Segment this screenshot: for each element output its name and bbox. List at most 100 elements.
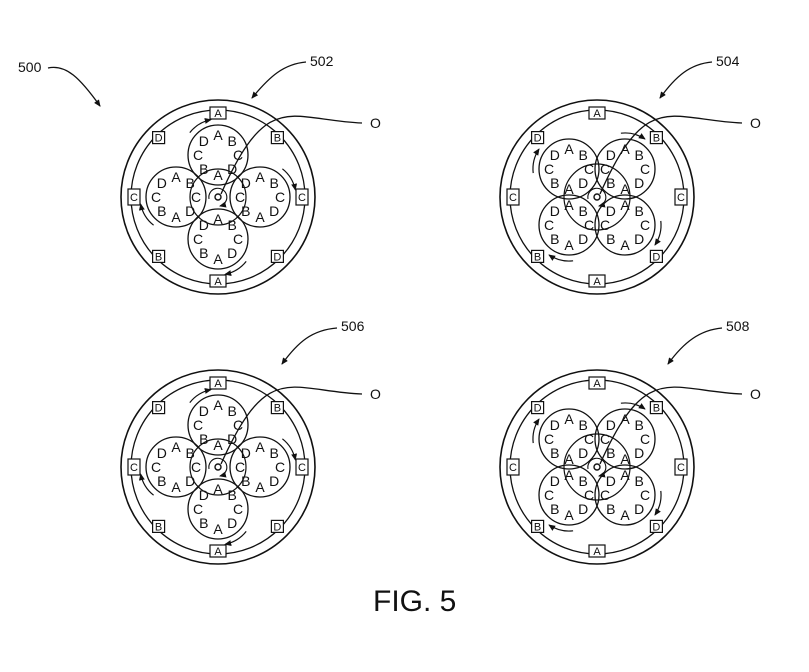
winding-label: B xyxy=(634,203,643,219)
winding-label: D xyxy=(157,445,167,461)
pole-marker-left: C xyxy=(127,458,141,476)
winding-label: D xyxy=(578,445,588,461)
winding-label: A xyxy=(171,169,181,185)
rotation-arrow xyxy=(138,203,154,226)
panel-ref-label: 506 xyxy=(341,318,365,334)
winding-label: A xyxy=(620,451,630,467)
winding-label: B xyxy=(199,245,208,261)
pole-marker-right: C xyxy=(674,188,688,206)
winding-label: A xyxy=(213,251,223,267)
pole-marker-label: D xyxy=(155,133,163,145)
pole-marker-label: C xyxy=(509,192,517,204)
winding-label: B xyxy=(157,203,166,219)
panel-ref-label: 502 xyxy=(310,53,334,69)
winding-label: B xyxy=(578,203,587,219)
central-circle xyxy=(189,438,247,496)
winding-label: A xyxy=(213,211,223,227)
winding-label: A xyxy=(171,209,181,225)
winding-label: A xyxy=(255,209,265,225)
central-circle xyxy=(563,163,631,231)
winding-label: C xyxy=(235,459,245,475)
pole-marker-label: A xyxy=(593,276,601,288)
winding-label: C xyxy=(544,161,554,177)
winding-label: B xyxy=(578,147,587,163)
winding-label: A xyxy=(620,141,630,157)
pole-marker-left: C xyxy=(127,188,141,206)
winding-label: B xyxy=(550,175,559,191)
rotation-arrow xyxy=(224,531,247,547)
pole-marker-top-right: B xyxy=(270,401,284,415)
winding-label: B xyxy=(227,487,236,503)
winding-label: C xyxy=(193,231,203,247)
winding-label: C xyxy=(600,431,610,447)
winding-label: B xyxy=(578,473,587,489)
rotation-arrow xyxy=(189,387,212,403)
winding-label: D xyxy=(606,417,616,433)
winding-label: B xyxy=(157,473,166,489)
winding-label: D xyxy=(634,501,644,517)
winding-label: B xyxy=(269,175,278,191)
origin-leader xyxy=(220,115,363,195)
winding-label: D xyxy=(606,473,616,489)
origin-point xyxy=(214,463,222,471)
winding-label: C xyxy=(544,217,554,233)
panel-ref-label: 504 xyxy=(716,53,740,69)
pole-marker-top-left: D xyxy=(152,401,166,415)
winding-label: D xyxy=(578,231,588,247)
winding-label: C xyxy=(275,189,285,205)
pole-marker-top: A xyxy=(209,376,227,390)
winding-label: C xyxy=(640,431,650,447)
origin-label: O xyxy=(750,386,761,402)
winding-label: B xyxy=(241,203,250,219)
winding-label: C xyxy=(233,501,243,517)
origin-point xyxy=(593,193,601,201)
winding-label: A xyxy=(255,169,265,185)
winding-label: C xyxy=(584,431,594,447)
winding-label: C xyxy=(584,161,594,177)
pole-marker-label: D xyxy=(273,251,281,263)
pole-marker-top-right: B xyxy=(649,131,663,145)
winding-label: B xyxy=(634,147,643,163)
ref-leader xyxy=(251,61,307,99)
pole-marker-label: D xyxy=(652,251,660,263)
rotation-arrow xyxy=(282,438,298,461)
winding-label: B xyxy=(185,175,194,191)
pole-marker-right: C xyxy=(295,188,309,206)
winding-label: C xyxy=(151,189,161,205)
winding-label: A xyxy=(620,237,630,253)
pole-marker-label: A xyxy=(214,546,222,558)
pole-marker-label: A xyxy=(214,108,222,120)
winding-label: C xyxy=(191,459,201,475)
winding-label: A xyxy=(564,507,574,523)
winding-label: B xyxy=(199,161,208,177)
pole-marker-label: B xyxy=(155,521,162,533)
central-circle xyxy=(189,168,247,226)
pole-marker-label: A xyxy=(214,378,222,390)
outer-ring xyxy=(499,369,695,565)
winding-label: A xyxy=(171,439,181,455)
winding-label: D xyxy=(606,147,616,163)
winding-label: A xyxy=(564,467,574,483)
origin-label: O xyxy=(750,115,761,131)
origin-label: O xyxy=(370,386,381,402)
pole-marker-bottom-left: B xyxy=(152,519,166,533)
winding-label: D xyxy=(227,161,237,177)
origin-leader xyxy=(220,386,363,465)
origin-label: O xyxy=(370,115,381,131)
pole-marker-label: A xyxy=(593,108,601,120)
winding-label: B xyxy=(185,445,194,461)
rotation-arrow xyxy=(532,418,540,444)
winding-label: C xyxy=(584,217,594,233)
winding-label: B xyxy=(269,445,278,461)
winding-label: C xyxy=(233,231,243,247)
winding-label: A xyxy=(213,397,223,413)
outer-ring xyxy=(499,99,695,295)
